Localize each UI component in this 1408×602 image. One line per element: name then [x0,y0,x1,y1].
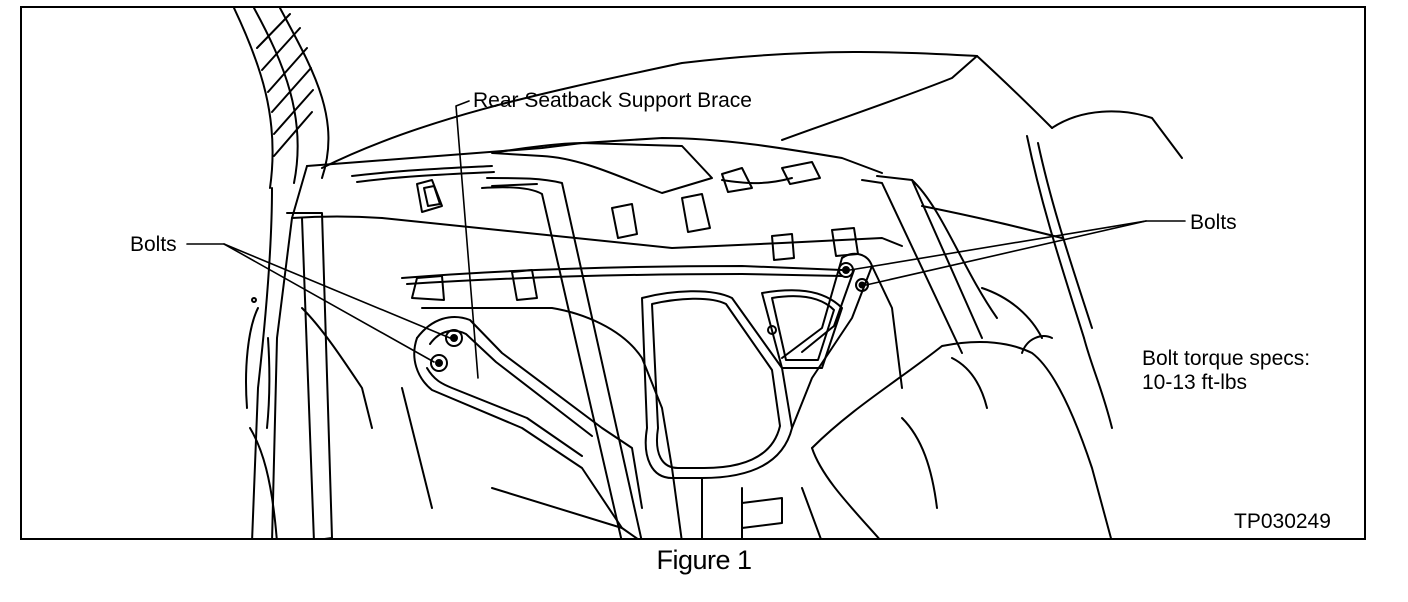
brace-leader-line [455,100,479,379]
bolts-right-label: Bolts [1190,211,1237,234]
left-pillar-detail [245,297,278,538]
torque-spec-note: Bolt torque specs: 10-13 ft-lbs [1142,347,1310,395]
quarter-panel [921,135,1113,429]
bolts-left-label: Bolts [130,233,177,256]
image-code: TP030249 [1234,510,1331,533]
support-brace [413,252,903,529]
seat-cushion [811,335,1112,538]
seat-belts [286,175,998,538]
rear-window-pillar [233,8,330,538]
seatback-panel [271,161,903,538]
support-brace-label: Rear Seatback Support Brace [473,89,752,112]
torque-spec-line-2: 10-13 ft-lbs [1142,371,1248,394]
illustration-frame: Rear Seatback Support Brace Bolts Bolts … [20,6,1366,540]
roof-headliner [321,51,1183,169]
bolt-left-upper-icon [445,329,463,347]
callout-leaders [186,100,1186,379]
figure-caption: Figure 1 [656,545,752,575]
bolts-left-leader-line [186,243,451,339]
torque-spec-line-1: Bolt torque specs: [1142,347,1311,370]
package-tray [291,137,883,219]
seatback-brace-illustration [186,8,1186,538]
bolt-left-lower-icon [430,354,448,372]
